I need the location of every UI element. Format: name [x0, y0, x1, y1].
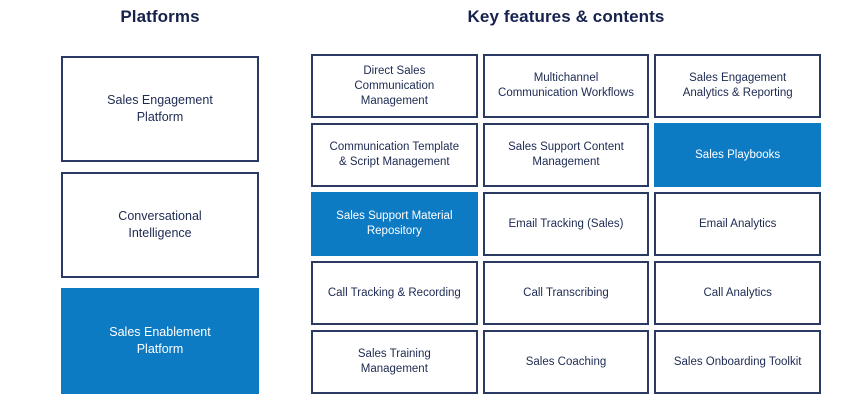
platform-card-sales-enablement-platform[interactable]: Sales Enablement Platform [61, 288, 259, 394]
feature-cell-call-analytics[interactable]: Call Analytics [654, 261, 821, 325]
platforms-column-title: Platforms [120, 7, 200, 26]
platforms-column: Platforms Sales Engagement Platform Conv… [61, 0, 259, 404]
features-column-title: Key features & contents [467, 7, 665, 26]
feature-cell-sales-coaching[interactable]: Sales Coaching [482, 330, 650, 394]
feature-cell-direct-sales-communication-management[interactable]: Direct Sales Communication Management [311, 54, 478, 118]
feature-cell-email-tracking-sales[interactable]: Email Tracking (Sales) [482, 192, 650, 256]
feature-grid: Direct Sales Communication Management Mu… [311, 54, 821, 394]
feature-cell-sales-support-content-management[interactable]: Sales Support Content Management [482, 123, 650, 187]
feature-cell-call-transcribing[interactable]: Call Transcribing [482, 261, 650, 325]
platform-card-sales-engagement-platform[interactable]: Sales Engagement Platform [61, 56, 259, 162]
platform-card-stack: Sales Engagement Platform Conversational… [61, 56, 259, 394]
feature-cell-communication-template-script-management[interactable]: Communication Template & Script Manageme… [311, 123, 478, 187]
feature-cell-sales-training-management[interactable]: Sales Training Management [311, 330, 478, 394]
platform-card-conversational-intelligence[interactable]: Conversational Intelligence [61, 172, 259, 278]
feature-cell-multichannel-communication-workflows[interactable]: Multichannel Communication Workflows [482, 54, 650, 118]
feature-cell-sales-support-material-repository[interactable]: Sales Support Material Repository [311, 192, 478, 256]
feature-cell-sales-playbooks[interactable]: Sales Playbooks [654, 123, 821, 187]
feature-cell-sales-onboarding-toolkit[interactable]: Sales Onboarding Toolkit [654, 330, 821, 394]
feature-cell-sales-engagement-analytics-reporting[interactable]: Sales Engagement Analytics & Reporting [654, 54, 821, 118]
features-column: Key features & contents Direct Sales Com… [311, 0, 821, 404]
feature-cell-email-analytics[interactable]: Email Analytics [654, 192, 821, 256]
feature-cell-call-tracking-recording[interactable]: Call Tracking & Recording [311, 261, 478, 325]
